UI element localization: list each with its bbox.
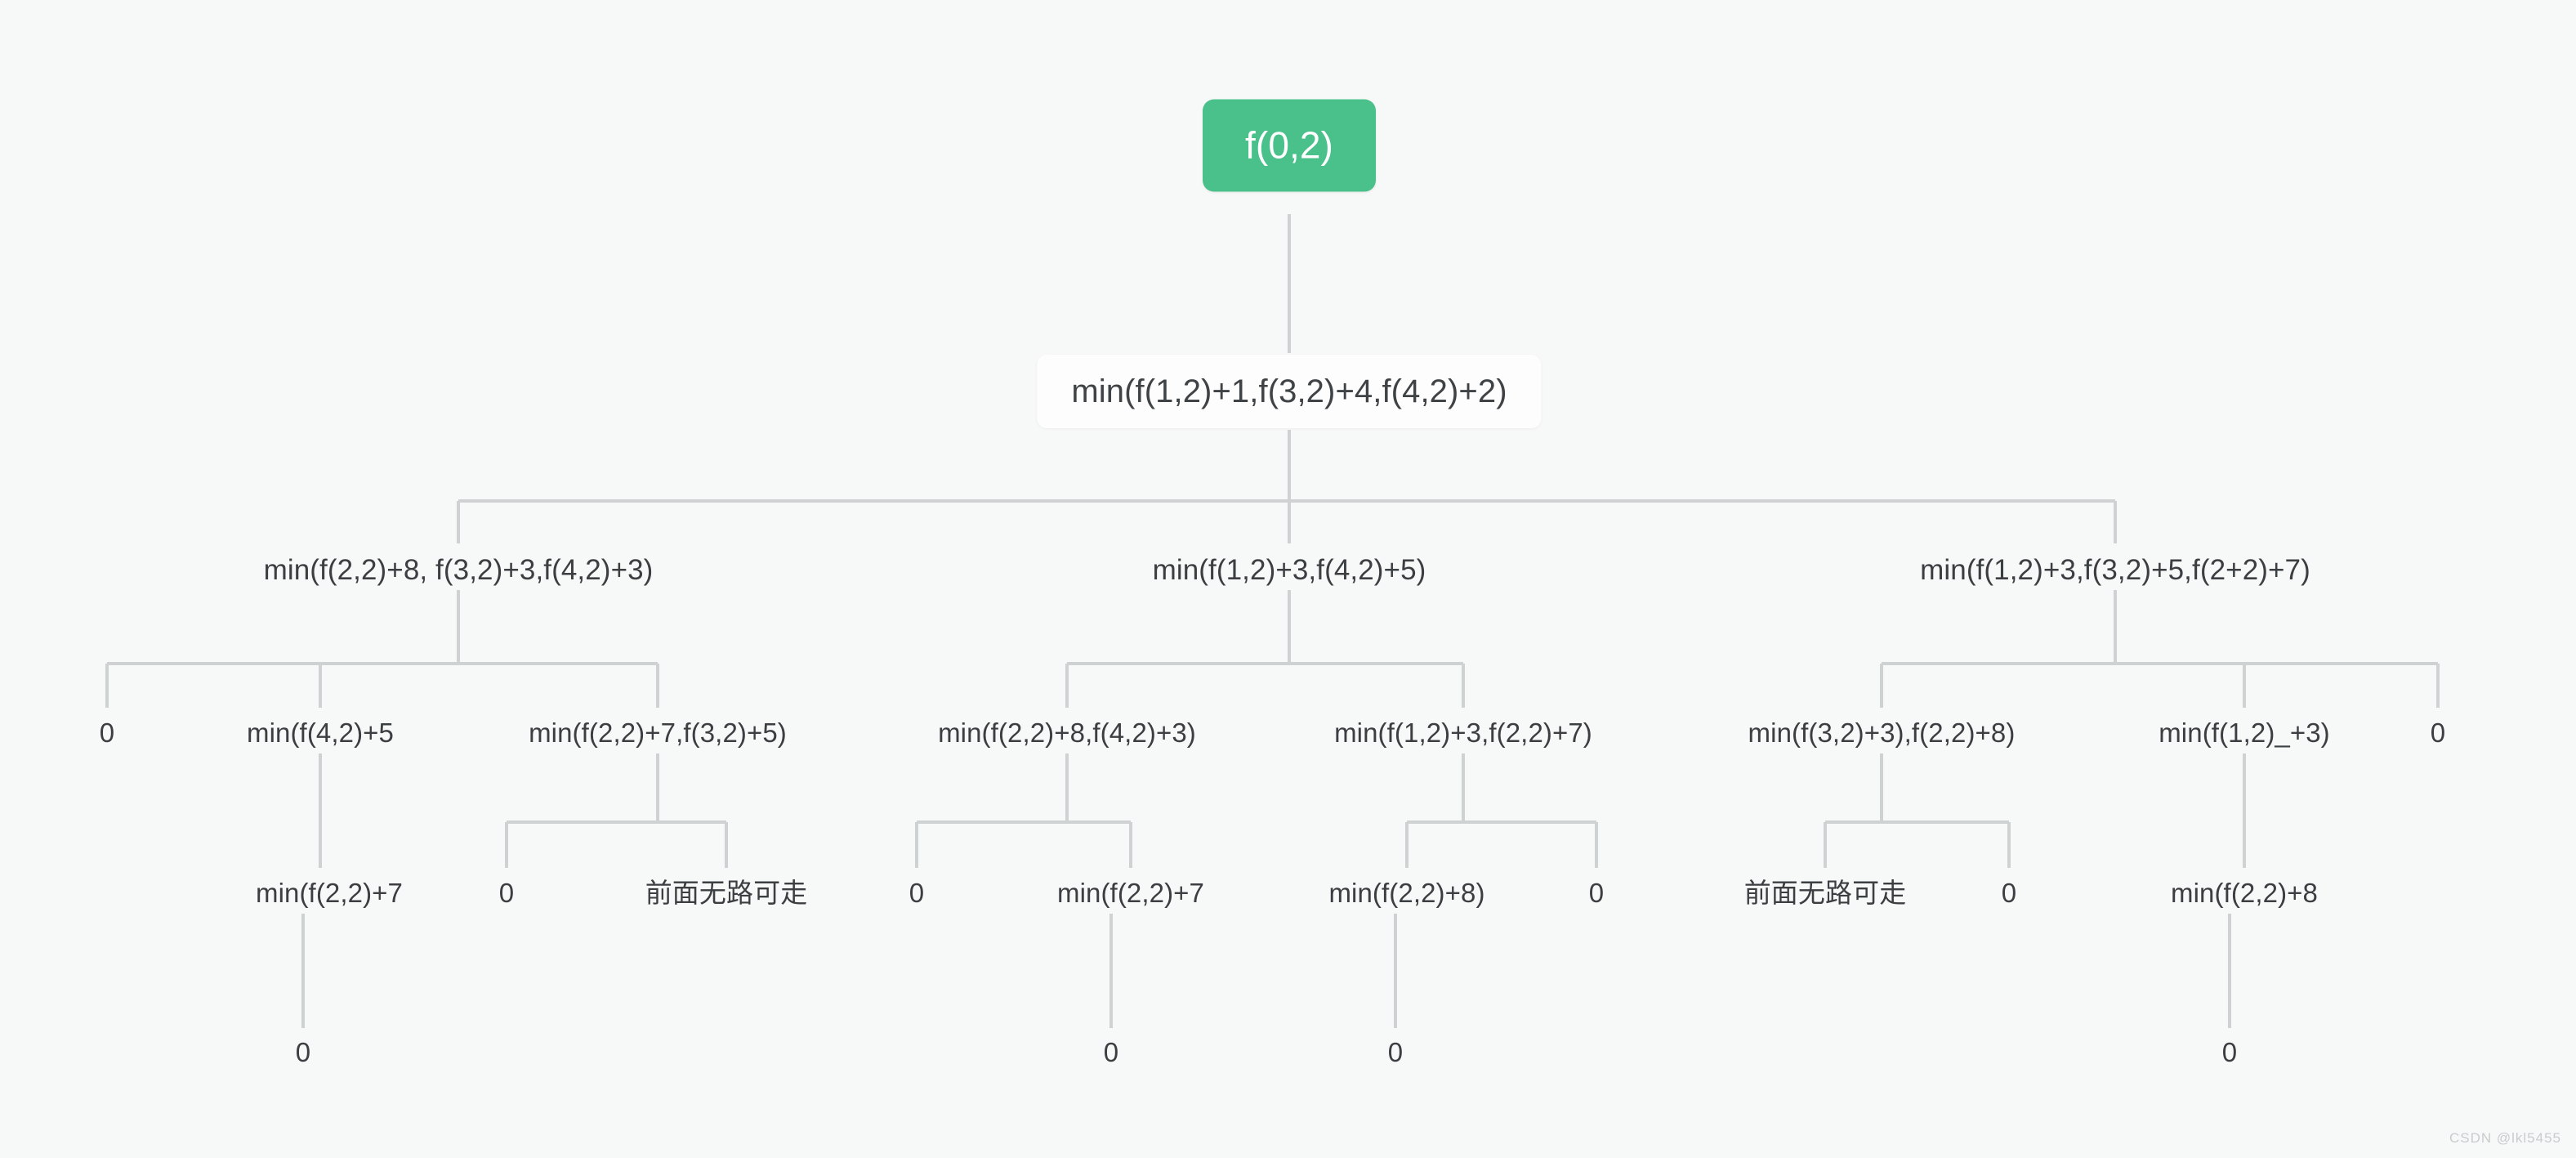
tree-node-level2-1: min(f(1,2)+3,f(4,2)+5) — [1152, 553, 1426, 586]
tree-node-root: f(0,2) — [1203, 99, 1376, 192]
tree-node-level5-2: 0 — [1387, 1037, 1404, 1068]
tree-node-level4-0: min(f(2,2)+7 — [255, 878, 404, 909]
tree-node-level4-5: min(f(2,2)+8) — [1328, 878, 1485, 909]
tree-node-level4-9: min(f(2,2)+8 — [2170, 878, 2319, 909]
tree-node-level4-8: 0 — [2001, 878, 2017, 909]
tree-node-level5-3: 0 — [2221, 1037, 2238, 1068]
tree-node-level4-3: 0 — [909, 878, 925, 909]
watermark: CSDN @lkl5455 — [2449, 1130, 2561, 1146]
tree-node-level4-1: 0 — [498, 878, 515, 909]
tree-node-level2-2: min(f(1,2)+3,f(3,2)+5,f(2+2)+7) — [1920, 553, 2310, 586]
tree-node-level4-2: 前面无路可走 — [645, 878, 808, 909]
tree-node-level5-0: 0 — [295, 1037, 311, 1068]
tree-node-level3-4: min(f(1,2)+3,f(2,2)+7) — [1334, 718, 1592, 749]
tree-node-level1: min(f(1,2)+1,f(3,2)+4,f(4,2)+2) — [1037, 355, 1542, 428]
tree-node-level3-7: 0 — [2430, 718, 2446, 749]
tree-node-level3-3: min(f(2,2)+8,f(4,2)+3) — [938, 718, 1196, 749]
tree-node-level5-1: 0 — [1103, 1037, 1119, 1068]
tree-node-level3-1: min(f(4,2)+5 — [246, 718, 395, 749]
tree-node-level4-7: 前面无路可走 — [1743, 878, 1907, 909]
tree-node-level4-6: 0 — [1588, 878, 1605, 909]
tree-node-level2-0: min(f(2,2)+8, f(3,2)+3,f(4,2)+3) — [263, 553, 654, 586]
tree-node-level3-2: min(f(2,2)+7,f(3,2)+5) — [529, 718, 787, 749]
tree-node-level3-6: min(f(1,2)_+3) — [2159, 718, 2330, 749]
tree-node-level4-4: min(f(2,2)+7 — [1056, 878, 1205, 909]
tree-node-level3-5: min(f(3,2)+3),f(2,2)+8) — [1748, 718, 2016, 749]
tree-node-level3-0: 0 — [99, 718, 115, 749]
